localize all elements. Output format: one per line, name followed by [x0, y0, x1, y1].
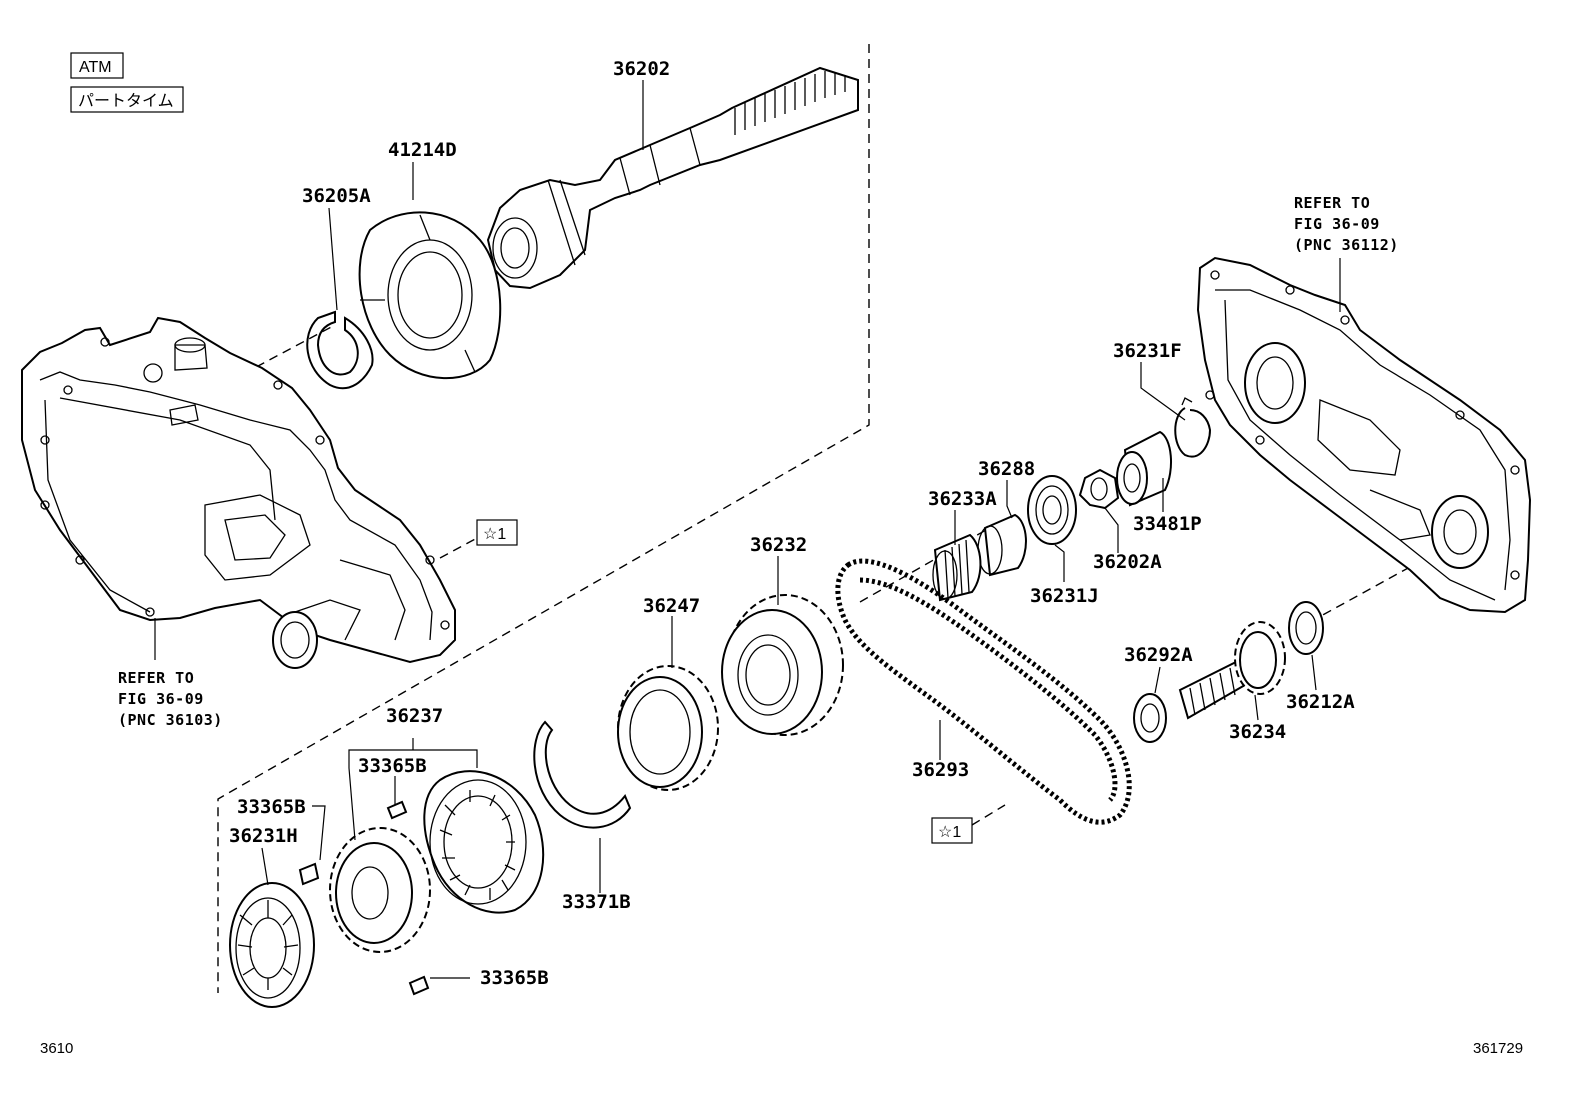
needle-bearing-36233A — [932, 533, 982, 602]
center-axis-line-2 — [859, 521, 1001, 603]
clutch-hub-gear — [329, 827, 431, 953]
star-ref-box-1: ☆1 — [476, 519, 518, 546]
svg-text:(PNC 36103): (PNC 36103) — [118, 711, 223, 729]
svg-text:(PNC 36112): (PNC 36112) — [1294, 236, 1399, 254]
oil-plate-41214D — [358, 211, 502, 380]
label-36292A: 36292A — [1124, 644, 1193, 666]
label-33365B-top: 33365B — [358, 755, 427, 777]
part-time-tag: パートタイム — [70, 86, 184, 113]
bearing-36231J — [1027, 475, 1077, 545]
svg-text:FIG 36-09: FIG 36-09 — [118, 690, 204, 708]
svg-text:FIG 36-09: FIG 36-09 — [1294, 215, 1380, 233]
drive-chain-36293 — [835, 558, 1132, 825]
driven-shaft-36234 — [1178, 621, 1286, 720]
label-36288: 36288 — [978, 458, 1035, 480]
label-36212A: 36212A — [1286, 691, 1355, 713]
left-refer-note: REFER TO FIG 36-09 (PNC 36103) — [118, 669, 223, 729]
label-36247: 36247 — [643, 595, 700, 617]
snap-ring-36205A — [306, 310, 374, 390]
bearing-36292A — [1133, 693, 1167, 743]
svg-text:☆1: ☆1 — [483, 526, 506, 543]
drive-chain-inner — [859, 577, 1118, 802]
label-36231H: 36231H — [229, 825, 298, 847]
label-36293: 36293 — [912, 759, 969, 781]
gear-36247 — [617, 665, 719, 791]
label-36231F: 36231F — [1113, 340, 1182, 362]
shifting-key-33365B-b — [298, 862, 320, 886]
star-ref-leader-1 — [439, 537, 478, 559]
center-axis-line-3 — [1309, 544, 1451, 623]
right-transfer-case-cover — [1196, 256, 1532, 614]
snap-ring-36231F — [1174, 407, 1212, 458]
shifting-key-33365B-c — [408, 975, 430, 996]
label-36202: 36202 — [613, 58, 670, 80]
label-36237: 36237 — [386, 705, 443, 727]
bearing-36212A — [1288, 601, 1324, 655]
part-labels: 36202 41214D 36205A 36231F 36288 36233A … — [229, 58, 1355, 989]
star-ref-leader-2 — [971, 804, 1006, 826]
label-36202A: 36202A — [1093, 551, 1162, 573]
leader-lines — [261, 80, 1317, 979]
svg-text:☆1: ☆1 — [938, 824, 961, 841]
right-refer-note: REFER TO FIG 36-09 (PNC 36112) — [1294, 194, 1399, 254]
label-36233A: 36233A — [928, 488, 997, 510]
star-ref-box-2: ☆1 — [931, 817, 973, 844]
assembly-group-outline — [217, 44, 870, 993]
output-shaft-36202 — [486, 66, 859, 290]
label-33365B-left: 33365B — [237, 796, 306, 818]
bearing-36231H — [229, 882, 315, 1008]
svg-text:REFER TO: REFER TO — [1294, 194, 1370, 212]
snap-ring-tab — [1181, 397, 1193, 406]
bushing-33481P — [1116, 430, 1172, 507]
label-36234: 36234 — [1229, 721, 1286, 743]
label-41214D: 41214D — [388, 139, 457, 161]
label-36231J: 36231J — [1030, 585, 1099, 607]
label-33371B: 33371B — [562, 891, 631, 913]
drive-sprocket-36232 — [721, 594, 844, 736]
figure-number: 3610 — [40, 1040, 73, 1057]
label-36205A: 36205A — [302, 185, 371, 207]
snap-ring-33371B — [533, 720, 632, 829]
svg-text:ATM: ATM — [79, 59, 112, 76]
illustration-code: 361729 — [1473, 1040, 1523, 1057]
synchronizer-sleeve-36237 — [423, 770, 545, 914]
label-36232: 36232 — [750, 534, 807, 556]
shifting-key-33365B-a — [386, 800, 408, 820]
left-transfer-case-housing — [21, 316, 456, 669]
label-33365B-bottom: 33365B — [480, 967, 549, 989]
atm-tag: ATM — [70, 52, 124, 79]
svg-text:REFER TO: REFER TO — [118, 669, 194, 687]
label-33481P: 33481P — [1133, 513, 1202, 535]
nut-36202A — [1078, 468, 1120, 510]
spacer-36288 — [977, 513, 1027, 577]
svg-text:パートタイム: パートタイム — [78, 92, 174, 110]
